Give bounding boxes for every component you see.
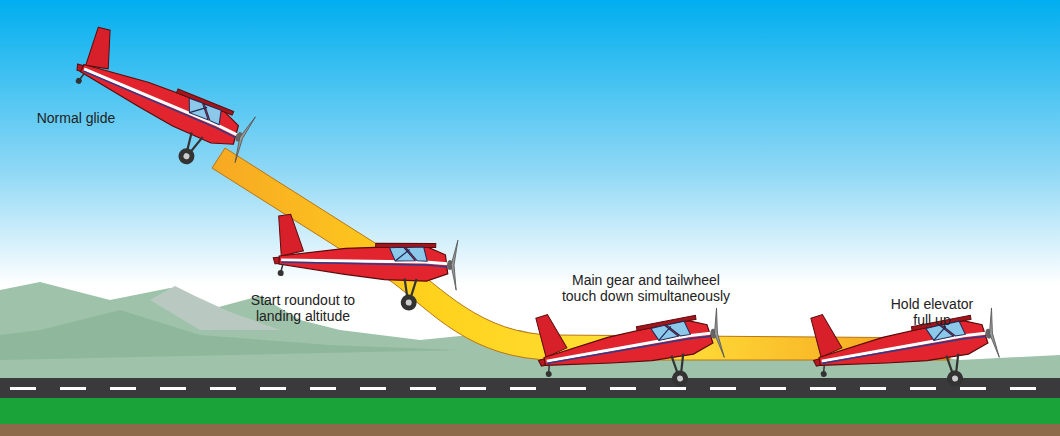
runway-dash [510, 387, 536, 390]
runway-dash [310, 387, 336, 390]
step-label: Start roundout to landing altitude [238, 292, 368, 324]
runway-dash [960, 387, 986, 390]
step-label: Normal glide [21, 110, 131, 126]
runway-dash [710, 387, 736, 390]
runway-dash [160, 387, 186, 390]
runway-dash [410, 387, 436, 390]
runway-dash [660, 387, 686, 390]
runway-dash [360, 387, 386, 390]
runway-dash [10, 387, 36, 390]
runway-dash [560, 387, 586, 390]
runway-dash [260, 387, 286, 390]
runway-dash [810, 387, 836, 390]
runway-dash [210, 387, 236, 390]
runway-dash [860, 387, 886, 390]
runway-dash [60, 387, 86, 390]
step-label: Hold elevator full up [882, 296, 982, 328]
step-label: Main gear and tailwheel touch down simul… [557, 272, 735, 304]
runway-dash [910, 387, 936, 390]
runway-dash [760, 387, 786, 390]
runway-dash [1010, 387, 1036, 390]
runway-dash [110, 387, 136, 390]
runway-dash [610, 387, 636, 390]
runway-dash [460, 387, 486, 390]
